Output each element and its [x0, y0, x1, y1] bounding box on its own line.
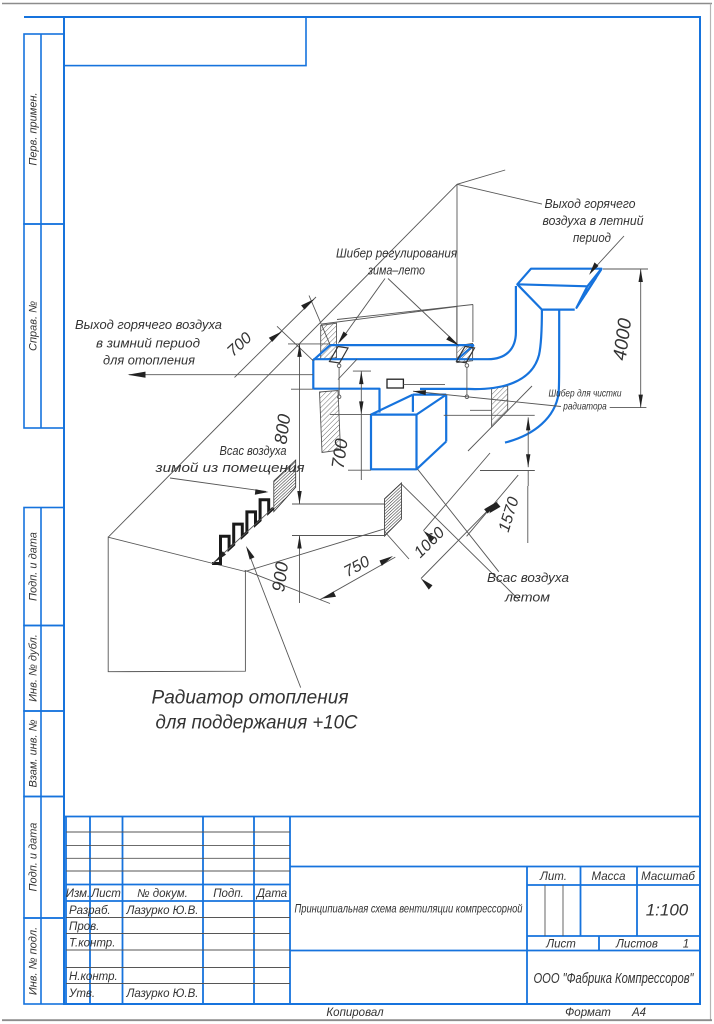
svg-text:Шибер для чистки: Шибер для чистки — [549, 388, 622, 400]
svg-text:1570: 1570 — [496, 495, 523, 534]
svg-text:Масса: Масса — [591, 871, 625, 883]
svg-text:радиатора: радиатора — [562, 402, 607, 413]
svg-text:для отопления: для отопления — [103, 353, 195, 368]
svg-text:период: период — [573, 230, 611, 245]
svg-text:700: 700 — [328, 437, 352, 470]
svg-text:летом: летом — [504, 590, 550, 605]
svg-text:Инв. № подл.: Инв. № подл. — [27, 927, 39, 995]
svg-text:Подп. и дата: Подп. и дата — [27, 532, 39, 601]
svg-text:воздуха в летний: воздуха в летний — [543, 213, 645, 228]
svg-text:Лазурко Ю.В.: Лазурко Ю.В. — [126, 988, 199, 1000]
svg-text:Перв. примен.: Перв. примен. — [27, 92, 39, 165]
svg-text:в зимний период: в зимний период — [96, 336, 200, 351]
svg-text:1:100: 1:100 — [646, 901, 689, 920]
svg-text:ООО "Фабрика Компрессоров": ООО "Фабрика Компрессоров" — [534, 970, 694, 987]
svg-text:Выход горячего воздуха: Выход горячего воздуха — [75, 317, 222, 332]
svg-text:Лит.: Лит. — [539, 871, 567, 883]
svg-text:Лазурко Ю.В.: Лазурко Ю.В. — [126, 905, 199, 917]
svg-text:Всас воздуха: Всас воздуха — [487, 570, 569, 585]
svg-text:1: 1 — [683, 939, 689, 951]
svg-text:700: 700 — [224, 329, 255, 360]
svg-text:Н.контр.: Н.контр. — [69, 971, 118, 983]
svg-text:Дата: Дата — [255, 888, 287, 900]
svg-text:Лист: Лист — [545, 939, 576, 951]
svg-text:750: 750 — [341, 553, 373, 581]
svg-text:Листов: Листов — [615, 939, 658, 951]
svg-text:800: 800 — [271, 413, 295, 446]
svg-text:Копировал: Копировал — [326, 1007, 384, 1019]
svg-text:900: 900 — [268, 561, 292, 594]
svg-text:Принципиальная схема вентиляци: Принципиальная схема вентиляции компресс… — [295, 902, 523, 916]
svg-text:№ докум.: № докум. — [137, 888, 188, 900]
svg-text:Утв.: Утв. — [68, 988, 95, 1000]
svg-text:Разраб.: Разраб. — [69, 905, 111, 917]
svg-text:Справ. №: Справ. № — [27, 301, 39, 351]
svg-text:Лист: Лист — [90, 888, 121, 900]
svg-text:Взам. инв. №: Взам. инв. № — [27, 719, 39, 787]
svg-text:для поддержания +10С: для поддержания +10С — [156, 712, 359, 734]
svg-text:Формат: Формат — [565, 1007, 611, 1019]
svg-text:Шибер регулирования: Шибер регулирования — [336, 246, 457, 261]
svg-text:Т.контр.: Т.контр. — [69, 938, 115, 950]
svg-text:Подп.: Подп. — [213, 888, 244, 900]
svg-text:4000: 4000 — [610, 317, 637, 362]
svg-text:А4: А4 — [631, 1007, 646, 1019]
svg-text:Масштаб: Масштаб — [641, 871, 695, 883]
svg-text:зима–лето: зима–лето — [367, 263, 425, 278]
svg-text:Выход горячего: Выход горячего — [545, 196, 636, 211]
svg-text:Пров.: Пров. — [69, 921, 99, 933]
svg-text:Всас воздуха: Всас воздуха — [220, 443, 287, 458]
svg-text:Подп. и дата: Подп. и дата — [27, 823, 39, 892]
svg-text:Радиатор отопления: Радиатор отопления — [152, 687, 350, 709]
svg-text:зимой из помещения: зимой из помещения — [154, 460, 304, 475]
svg-text:Изм.: Изм. — [66, 888, 91, 900]
svg-text:Инв. № дубл.: Инв. № дубл. — [27, 634, 39, 702]
